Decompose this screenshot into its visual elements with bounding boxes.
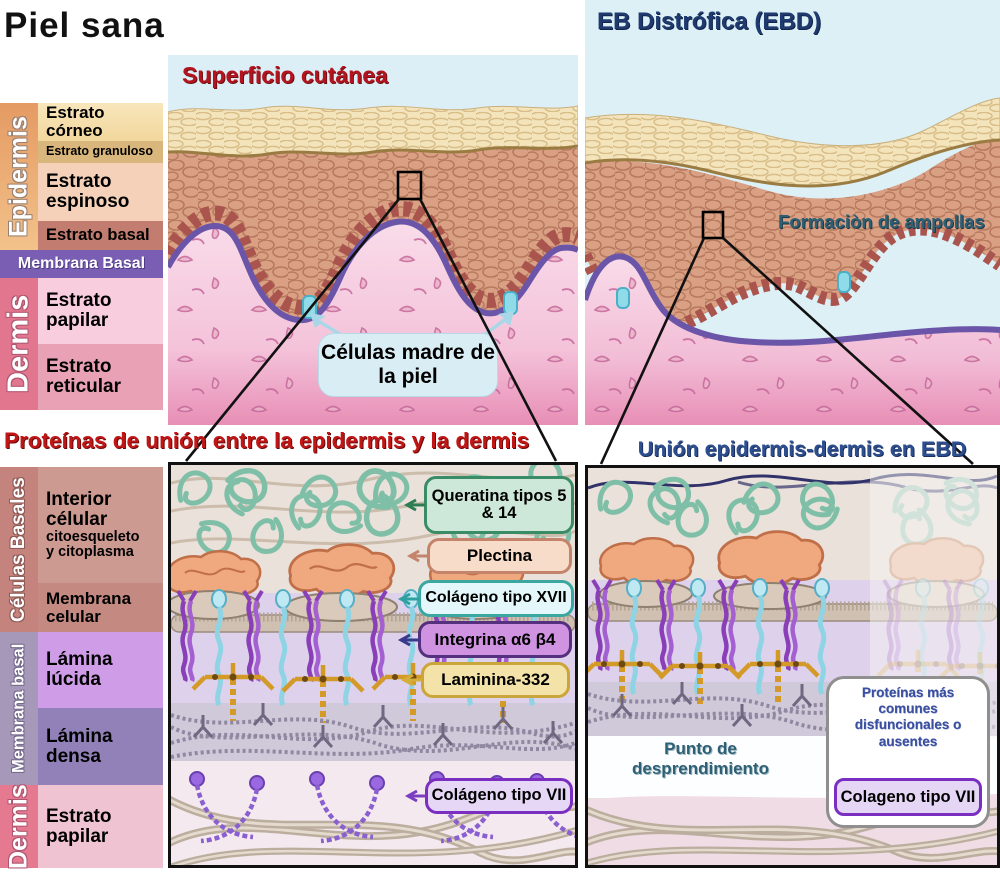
queratina-text: Queratina tipos 5 & 14 — [431, 486, 567, 522]
label-plectina: Plectina — [406, 538, 572, 574]
sidebar-dermis2-label: Dermis — [0, 784, 38, 869]
interior-celular-text: Interior célular — [46, 488, 112, 530]
layer-lamina-densa: Lámina densa — [38, 708, 163, 785]
label-colageno-vii-ebd: Colageno tipo VII — [834, 778, 982, 816]
left-arrow-icon — [400, 673, 422, 687]
layer-estrato-espinoso: Estrato espinoso — [38, 163, 163, 221]
layer-membrana-basal: Membrana Basal — [0, 250, 163, 278]
layer-lamina-lucida: Lámina lúcida — [38, 632, 163, 708]
left-arrow-icon — [406, 549, 428, 563]
page-title: Piel sana — [4, 6, 165, 45]
junction-heading-right: Unión epidermis-dermis en EBD — [637, 437, 967, 461]
layer-membrana-celular: Membrana celular — [38, 583, 163, 632]
ebd-skin-panel: EB Distrófica (EBD) Formaciòn de ampolla… — [579, 0, 1000, 425]
healthy-junction-zoom-panel: Queratina tipos 5 & 14 Plectina Colágeno… — [158, 462, 578, 873]
zoom-indicator-rect — [396, 170, 423, 201]
label-laminina: Laminina-332 — [400, 662, 570, 698]
detachment-label: Punto de desprendimiento — [632, 739, 769, 779]
layer-estrato-basal: Estrato basal — [38, 221, 163, 250]
layer-estrato-papilar: Estrato papilar — [38, 278, 163, 344]
left-arrow-icon — [397, 592, 419, 605]
stem-cells-callout: Células madre de la piel — [318, 333, 498, 397]
stem-cell — [503, 291, 518, 315]
zoom-indicator-rect — [701, 210, 725, 240]
citoesqueleto-text: citoesqueleto — [46, 528, 140, 545]
lamina-densa-mesh — [170, 713, 577, 759]
healthy-skin-panel: Superficio cutánea Células madre de la p… — [168, 0, 578, 425]
label-colageno-vii: Colágeno tipo VII — [404, 778, 573, 814]
left-arrow-icon — [404, 789, 426, 803]
junction-heading-left: Proteínas de unión entre la epidermis y … — [4, 428, 530, 453]
stem-cell — [837, 271, 851, 293]
surface-label: Superficio cutánea — [182, 62, 388, 88]
dysfunctional-proteins-box: Proteínas más comunes disfuncionales o a… — [826, 676, 990, 828]
layer-estrato-reticular: Estrato reticular — [38, 344, 163, 410]
left-arrow-icon — [397, 633, 419, 646]
dysfunctional-proteins-text: Proteínas más comunes disfuncionales o a… — [854, 685, 962, 749]
sidebar-membrana-basal-label: Membrana basal — [0, 632, 38, 785]
ebd-panel-title: EB Distrófica (EBD) — [597, 8, 822, 35]
sidebar-epidermis-label: Epidermis — [0, 103, 38, 250]
colageno-vii-text: Colágeno tipo VII — [431, 786, 567, 805]
layer-estrato-corneo: Estrato córneo — [38, 103, 163, 141]
plectina-text: Plectina — [466, 546, 533, 566]
sidebar-dermis-label: Dermis — [0, 278, 38, 410]
layer-interior-celular: Interior célular citoesqueleto y citopla… — [38, 467, 163, 583]
layer-estrato-granuloso: Estrato granuloso — [38, 141, 163, 163]
layer-estrato-papilar-2: Estrato papilar — [38, 785, 163, 868]
label-integrina: Integrina α6 β4 — [397, 621, 572, 658]
ebd-junction-zoom-panel: Punto de desprendimiento Proteínas más c… — [576, 465, 1000, 870]
stem-cell — [616, 287, 630, 309]
blister-label: Formaciòn de ampollas — [778, 211, 985, 232]
laminina-text: Laminina-332 — [441, 670, 550, 690]
sidebar-celulas-basales-label: Células Basales — [0, 467, 38, 632]
citoplasma-text: y citoplasma — [46, 543, 134, 560]
label-colageno-xvii: Colágeno tipo XVII — [397, 580, 574, 617]
integrina-text: Integrina α6 β4 — [434, 629, 556, 649]
left-arrow-icon — [403, 498, 425, 512]
label-queratina: Queratina tipos 5 & 14 — [403, 476, 574, 534]
colageno-xvii-text: Colágeno tipo XVII — [425, 589, 567, 607]
